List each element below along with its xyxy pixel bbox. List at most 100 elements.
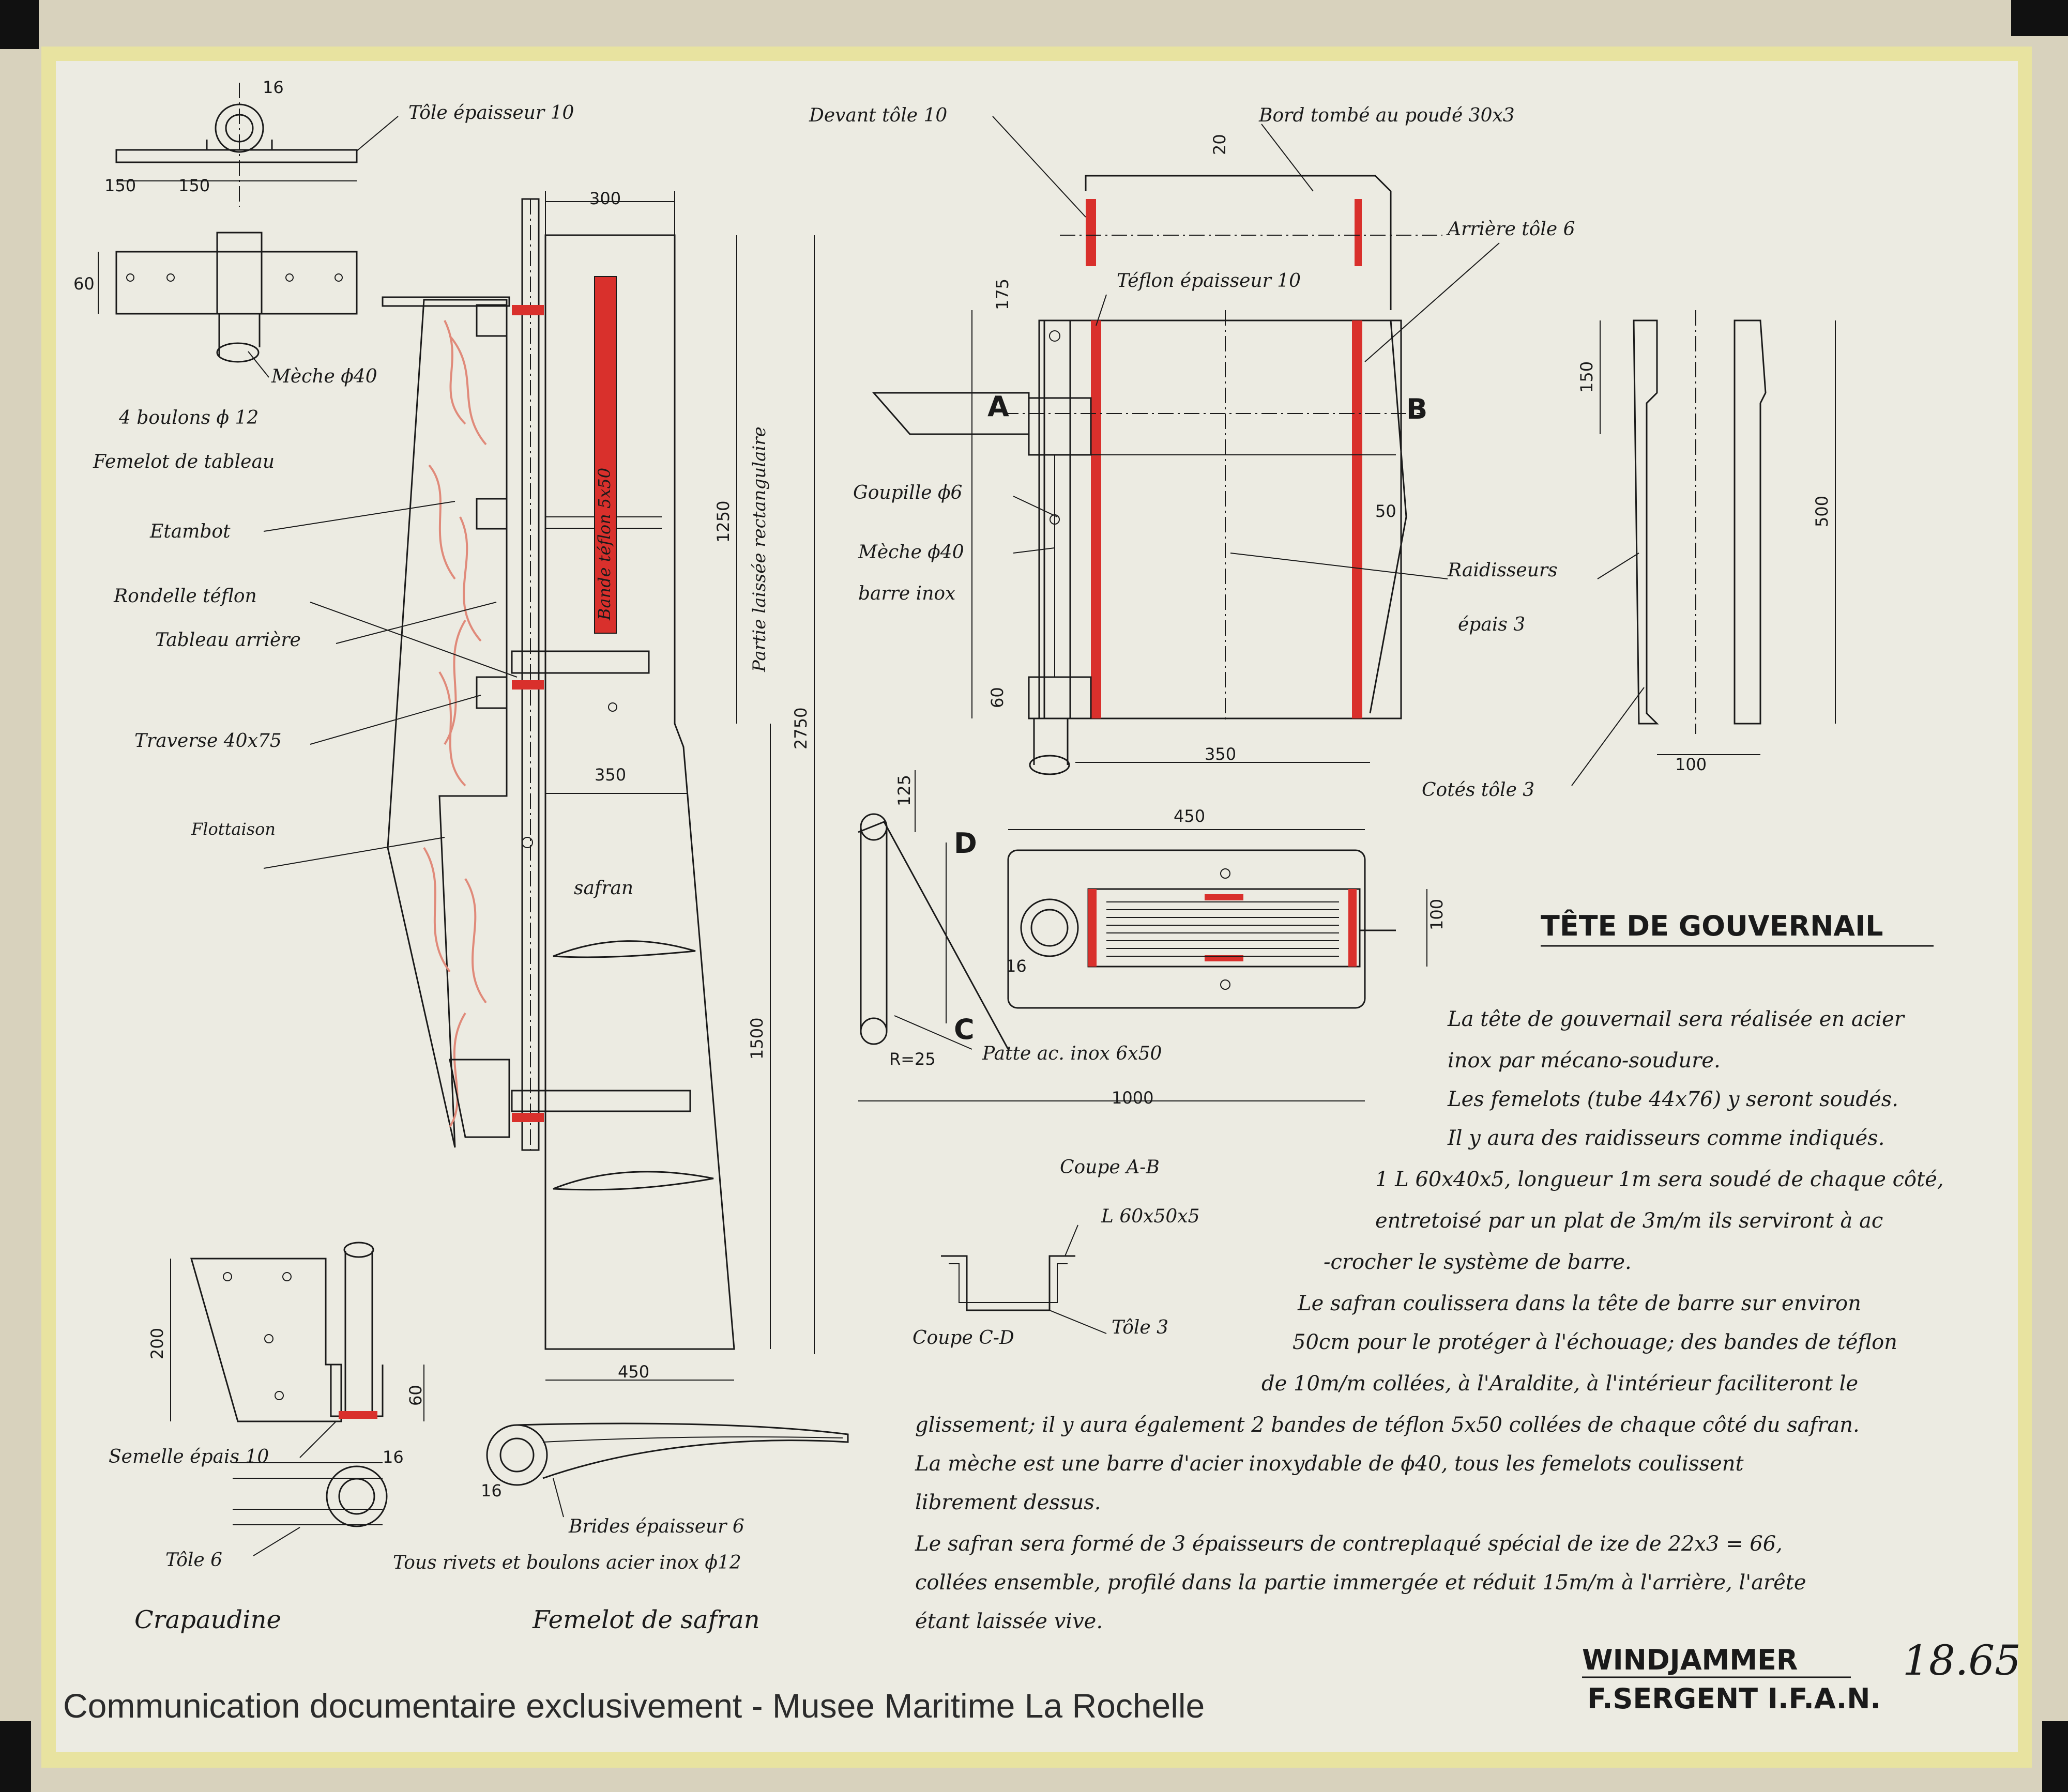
dim-100: 100 — [1427, 899, 1447, 930]
specification-notes: La tête de gouvernail sera réalisée en a… — [915, 1007, 1944, 1633]
label-tole-epaisseur-10: Tôle épaisseur 10 — [408, 102, 574, 124]
label-traverse: Traverse 40x75 — [134, 730, 282, 752]
dim-20: 20 — [1210, 134, 1229, 155]
dim-16: 16 — [263, 78, 284, 97]
rudder-head-plan-view: D C 450 125 100 16 1000 R=25 Patte ac. i… — [858, 770, 1447, 1108]
label-patte-inox: Patte ac. inox 6x50 — [982, 1043, 1162, 1064]
dim-16: 16 — [481, 1481, 502, 1500]
dim-2750: 2750 — [791, 708, 811, 749]
rudder-head-elevation: A B 175 20 50 60 350 Devant tôle 10 Bord… — [809, 105, 1639, 775]
rudder-elevation: Bande téflon 5x50 Partie laissée rectang… — [113, 189, 815, 1382]
label-devant-tole-10: Devant tôle 10 — [809, 105, 947, 126]
label-tous-rivets: Tous rivets et boulons acier inox ϕ12 — [393, 1552, 741, 1573]
label-coupe-ab: Coupe A-B — [1060, 1157, 1160, 1178]
crapaudine-detail: 200 60 16 Semelle épais 10 Tôle 6 Crapau… — [109, 1242, 425, 1634]
label-rondelle-teflon: Rondelle téflon — [113, 586, 257, 607]
note-line: Les femelots (tube 44x76) y seront soudé… — [1447, 1088, 1898, 1111]
note-line: librement dessus. — [915, 1491, 1101, 1514]
section-marker-C: C — [954, 1013, 975, 1046]
label-femelot-de-safran: Femelot de safran — [532, 1605, 760, 1634]
label-goupille-6: Goupille ϕ6 — [853, 482, 962, 503]
label-bande-teflon: Bande téflon 5x50 — [595, 468, 614, 621]
rudder-head-side-view: 150 500 100 Cotés tôle 3 — [1422, 310, 1836, 801]
label-teflon-epaisseur-10: Téflon épaisseur 10 — [1117, 270, 1301, 292]
dim-450: 450 — [1174, 806, 1205, 826]
note-line: Il y aura des raidisseurs comme indiqués… — [1447, 1126, 1884, 1150]
femelot-de-safran-detail: 16 Brides épaisseur 6 Tous rivets et bou… — [393, 1422, 849, 1634]
label-arriere-tole-6: Arrière tôle 6 — [1446, 219, 1575, 240]
dim-16: 16 — [383, 1447, 404, 1467]
dim-60: 60 — [73, 274, 95, 294]
label-partie-laissee-rectangulaire: Partie laissée rectangulaire — [749, 426, 770, 672]
note-line: glissement; il y aura également 2 bandes… — [915, 1413, 1860, 1437]
drawing-title: TÊTE DE GOUVERNAIL — [1541, 910, 1883, 942]
label-femelot-de-tableau: Femelot de tableau — [93, 451, 275, 472]
dim-350: 350 — [1205, 744, 1236, 764]
label-meche-40-barre: Mèche ϕ40 — [858, 542, 964, 563]
label-epais-3: épais 3 — [1458, 614, 1525, 635]
dim-1250: 1250 — [713, 501, 733, 543]
label-tableau-arriere: Tableau arrière — [155, 630, 301, 651]
label-cotes-tole-3: Cotés tôle 3 — [1422, 779, 1534, 801]
label-crapaudine: Crapaudine — [134, 1605, 281, 1634]
corner-clip — [0, 1721, 31, 1792]
label-meche-40: Mèche ϕ40 — [271, 366, 377, 387]
label-flottaison: Flottaison — [191, 819, 276, 839]
signature-block: WINDJAMMER F.SERGENT I.F.A.N. 18.65 — [1582, 1636, 2021, 1715]
watermark-text: Communication documentaire exclusivement… — [63, 1687, 1205, 1725]
dim-1000: 1000 — [1112, 1088, 1153, 1108]
dim-450: 450 — [618, 1362, 649, 1382]
femelot-de-tableau-detail: 150 150 16 60 Tôle épaisseur 10 Mèche ϕ4… — [73, 78, 574, 472]
dim-150: 150 — [1577, 361, 1596, 393]
note-line: de 10m/m collées, à l'Araldite, à l'inté… — [1261, 1372, 1858, 1396]
drawing-number: 18.65 — [1903, 1636, 2021, 1684]
dim-100: 100 — [1675, 755, 1707, 774]
label-4-boulons: 4 boulons ϕ 12 — [118, 407, 258, 428]
note-line: -crocher le système de barre. — [1324, 1250, 1632, 1274]
note-line: 50cm pour le protéger à l'échouage; des … — [1292, 1330, 1897, 1354]
note-line: 1 L 60x40x5, longueur 1m sera soudé de c… — [1375, 1168, 1944, 1191]
label-barre-inox: barre inox — [858, 583, 955, 604]
coupe-sections: Coupe A-B L 60x50x5 Tôle 3 Coupe C-D — [913, 1157, 1199, 1349]
dim-16: 16 — [1006, 956, 1027, 976]
label-tole-6: Tôle 6 — [165, 1550, 222, 1571]
section-marker-B: B — [1406, 393, 1427, 425]
dim-60: 60 — [987, 687, 1007, 708]
dim-300: 300 — [589, 189, 621, 208]
note-line: inox par mécano-soudure. — [1448, 1049, 1721, 1073]
dim-150: 150 — [178, 176, 210, 195]
dim-500: 500 — [1812, 496, 1832, 527]
note-line: La tête de gouvernail sera réalisée en a… — [1447, 1007, 1906, 1031]
boat-name: WINDJAMMER — [1582, 1644, 1798, 1676]
section-marker-D: D — [954, 827, 977, 860]
label-brides: Brides épaisseur 6 — [568, 1516, 744, 1537]
note-line: Le safran sera formé de 3 épaisseurs de … — [915, 1532, 1783, 1556]
label-tole-3: Tôle 3 — [1112, 1317, 1168, 1338]
label-etambot: Etambot — [149, 521, 231, 542]
note-line: étant laissée vive. — [915, 1610, 1103, 1633]
dim-150: 150 — [104, 176, 136, 195]
dim-60: 60 — [406, 1385, 425, 1406]
label-coupe-cd: Coupe C-D — [913, 1327, 1014, 1349]
note-line: entretoisé par un plat de 3m/m ils servi… — [1375, 1209, 1883, 1233]
label-semelle: Semelle épais 10 — [109, 1446, 269, 1467]
title-block: TÊTE DE GOUVERNAIL — [1541, 910, 1934, 947]
label-safran: safran — [574, 878, 633, 899]
label-raidisseurs: Raidisseurs — [1447, 560, 1558, 581]
dim-50: 50 — [1375, 501, 1396, 521]
note-line: Le safran coulissera dans la tête de bar… — [1297, 1292, 1861, 1315]
dim-175: 175 — [993, 279, 1012, 310]
dim-radius: R=25 — [889, 1049, 936, 1069]
label-cornier: L 60x50x5 — [1101, 1206, 1199, 1227]
dim-1500: 1500 — [747, 1018, 767, 1060]
dim-125: 125 — [894, 775, 914, 806]
designer-name: F.SERGENT I.F.A.N. — [1587, 1682, 1881, 1715]
tracing-paper — [56, 61, 2018, 1752]
corner-clip — [0, 0, 39, 49]
note-line: La mèche est une barre d'acier inoxydabl… — [915, 1452, 1744, 1476]
label-bord-tombe: Bord tombé au poudé 30x3 — [1258, 105, 1515, 126]
note-line: collées ensemble, profilé dans la partie… — [915, 1571, 1806, 1595]
dim-350: 350 — [595, 765, 626, 785]
corner-clip — [2042, 1721, 2068, 1792]
